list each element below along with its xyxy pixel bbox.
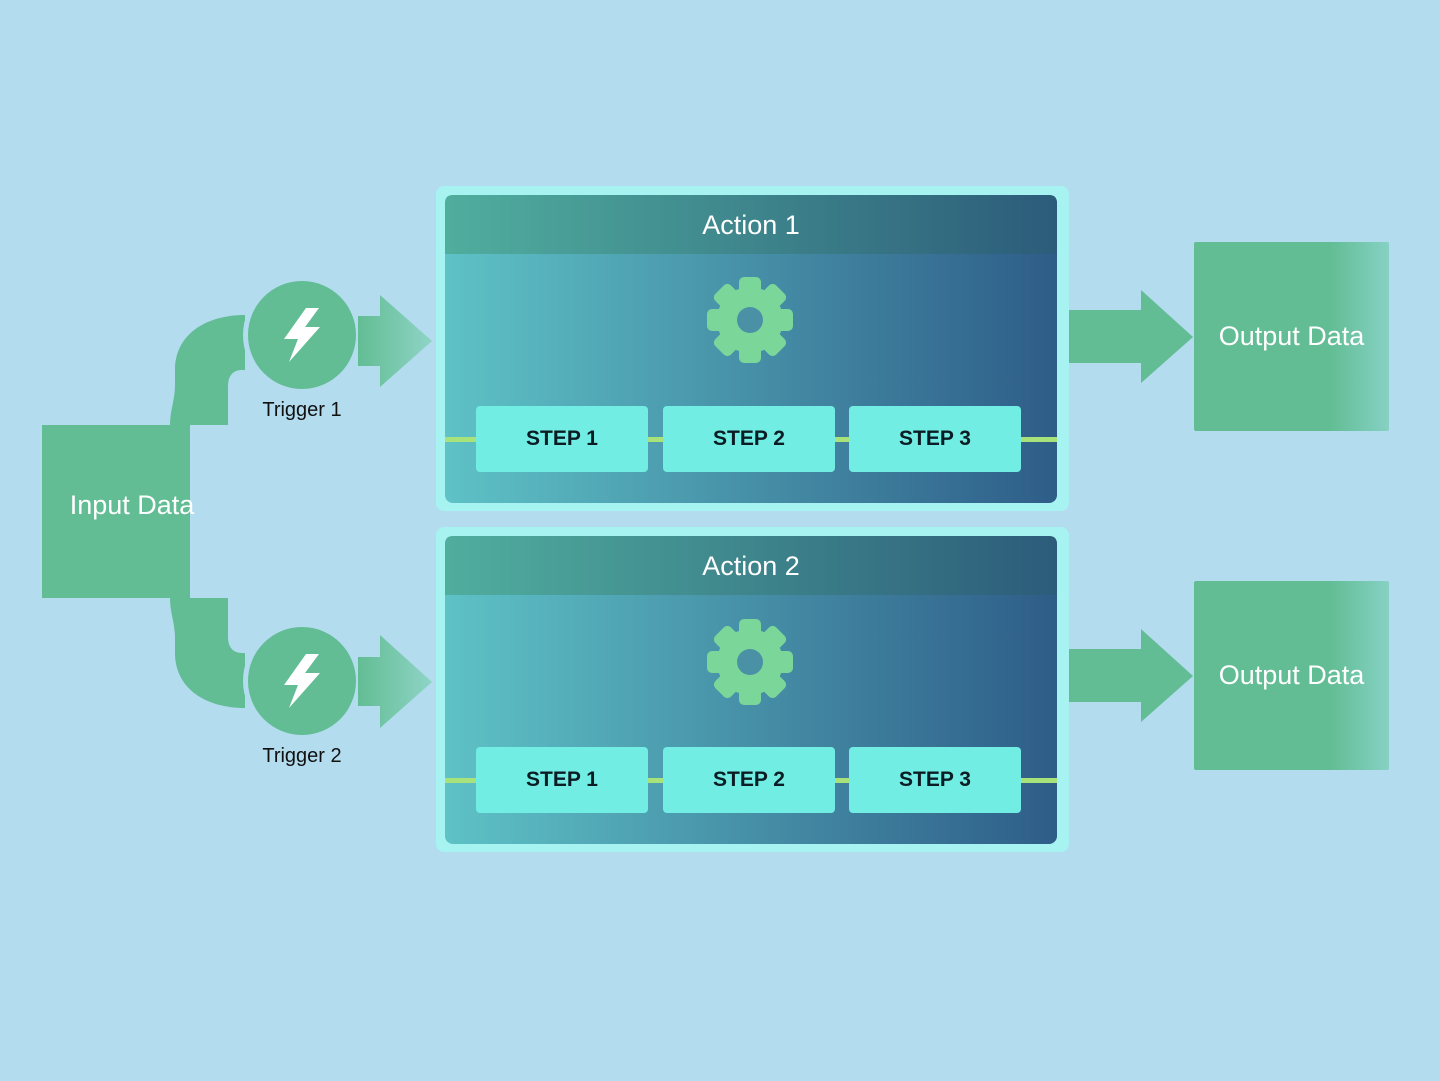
action-2-title: Action 2 bbox=[702, 551, 800, 581]
gear-icon bbox=[707, 277, 793, 363]
action-1-header bbox=[445, 195, 1057, 254]
branch-path-bottom bbox=[170, 598, 245, 708]
action-2-step-2: STEP 2 bbox=[663, 747, 835, 813]
action-2-step-3: STEP 3 bbox=[849, 747, 1021, 813]
trigger-2-label: Trigger 2 bbox=[262, 745, 342, 767]
lightning-bolt-icon bbox=[284, 308, 320, 362]
action-1-step-3: STEP 3 bbox=[849, 406, 1021, 472]
trigger-2-arrow bbox=[358, 635, 432, 728]
action-1-step-1: STEP 1 bbox=[476, 406, 648, 472]
input-data-label: Input Data bbox=[69, 490, 195, 520]
output-2-block bbox=[1194, 581, 1389, 770]
trigger-1-arrow bbox=[358, 295, 432, 387]
action-2-header bbox=[445, 536, 1057, 595]
lightning-bolt-icon bbox=[284, 654, 320, 708]
gear-icon bbox=[707, 619, 793, 705]
output-2-arrow bbox=[1069, 629, 1193, 722]
output-1-block bbox=[1194, 242, 1389, 431]
action-1-step-2: STEP 2 bbox=[663, 406, 835, 472]
branch-path-top bbox=[170, 315, 245, 425]
input-data-block bbox=[42, 425, 190, 598]
output-1-arrow bbox=[1069, 290, 1193, 383]
action-2-step-1: STEP 1 bbox=[476, 747, 648, 813]
trigger-1-label: Trigger 1 bbox=[262, 399, 342, 421]
action-1-title: Action 1 bbox=[702, 210, 800, 240]
output-2-label: Output Data bbox=[1218, 660, 1365, 690]
output-1-label: Output Data bbox=[1218, 321, 1365, 351]
